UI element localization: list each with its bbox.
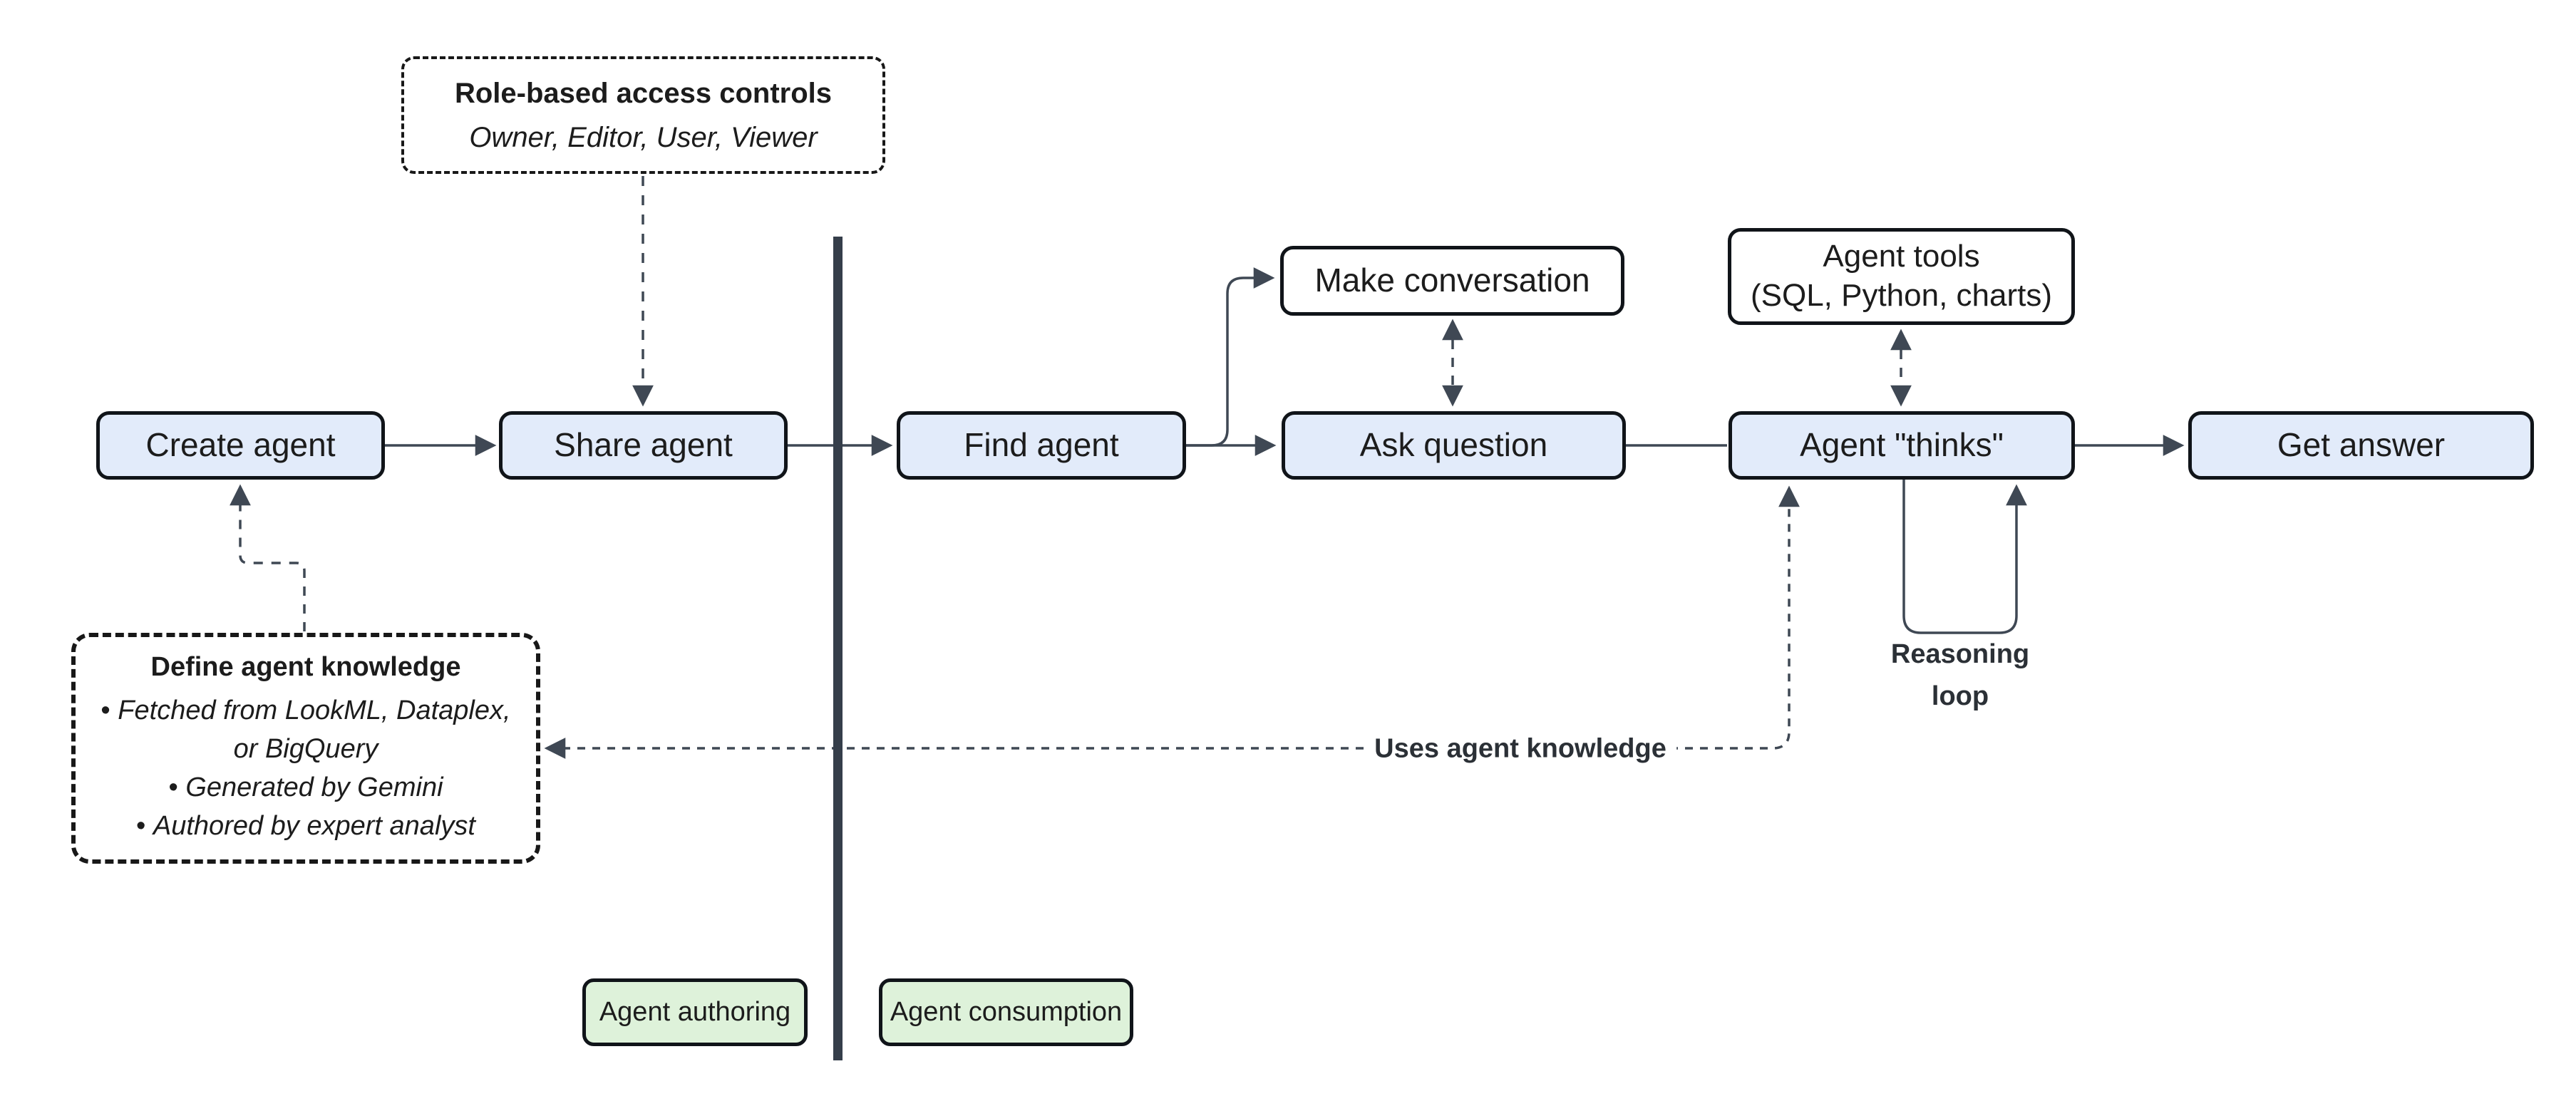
rbac-roles: Owner, Editor, User, Viewer [469, 121, 818, 153]
node-make-conversation: Make conversation [1280, 246, 1624, 316]
node-share-agent: Share agent [499, 411, 788, 480]
uses-agent-knowledge-label: Uses agent knowledge [1364, 732, 1676, 766]
node-ask-question: Ask question [1282, 411, 1626, 480]
arrow-find-to-make-conversation [1186, 267, 1275, 447]
arrow-reasoning-loop [1902, 480, 2027, 634]
node-create-agent: Create agent [96, 411, 385, 480]
dashed-arrow-knowledge-to-create [230, 484, 306, 631]
reasoning-loop-label: Reasoning loop [1890, 639, 2030, 711]
knowledge-bullet-gemini: Generated by Gemini [101, 769, 510, 807]
node-agent-tools: Agent tools (SQL, Python, charts) [1728, 228, 2075, 325]
knowledge-title: Define agent knowledge [150, 652, 461, 683]
node-find-agent: Find agent [897, 411, 1186, 480]
badge-agent-authoring: Agent authoring [582, 978, 808, 1046]
node-get-answer: Get answer [2188, 411, 2534, 480]
zone-divider [833, 237, 843, 1060]
knowledge-bullet-sources: Fetched from LookML, Dataplex, or BigQue… [101, 692, 510, 769]
badge-agent-consumption: Agent consumption [879, 978, 1133, 1046]
knowledge-bullet-analyst: Authored by expert analyst [101, 807, 510, 846]
rbac-title: Role-based access controls [454, 77, 833, 109]
node-agent-thinks: Agent "thinks" [1729, 411, 2075, 480]
knowledge-bullet-list: Fetched from LookML, Dataplex, or BigQue… [101, 692, 510, 846]
dashed-arrow-uses-knowledge [544, 485, 1800, 759]
knowledge-annotation-box: Define agent knowledge Fetched from Look… [71, 633, 540, 864]
rbac-annotation-box: Role-based access controls Owner, Editor… [401, 56, 885, 174]
